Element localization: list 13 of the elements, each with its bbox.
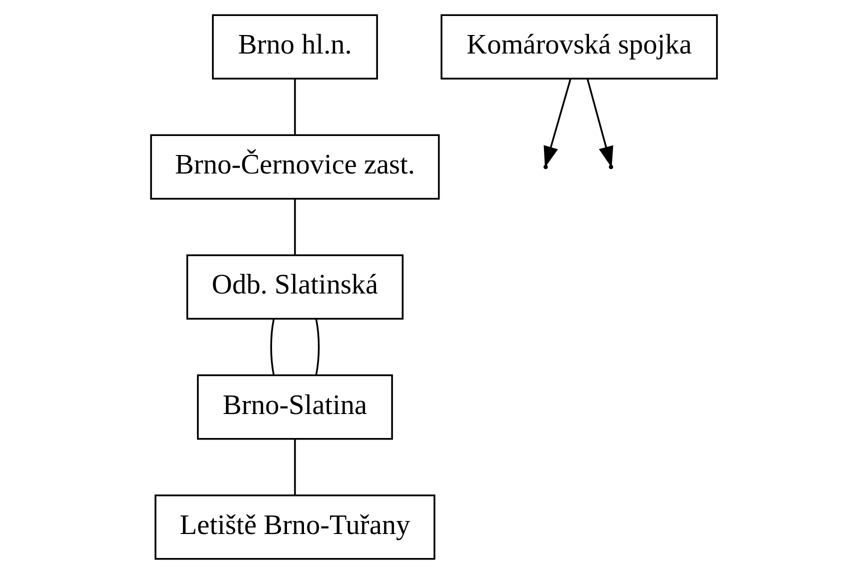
node-box: Brno-Černovice zast. xyxy=(150,134,440,200)
node-box: Komárovská spojka xyxy=(440,14,718,80)
arrow xyxy=(586,79,613,168)
connector xyxy=(294,439,296,495)
arrow xyxy=(543,79,571,168)
connector xyxy=(294,79,296,134)
connector xyxy=(314,319,320,375)
node-box: Brno hl.n. xyxy=(211,14,378,80)
connector xyxy=(270,319,274,375)
node-box: Letiště Brno-Tuřany xyxy=(154,494,435,560)
connector xyxy=(294,199,296,254)
node-box: Brno-Slatina xyxy=(196,374,392,440)
node-box: Odb. Slatinská xyxy=(186,254,404,320)
